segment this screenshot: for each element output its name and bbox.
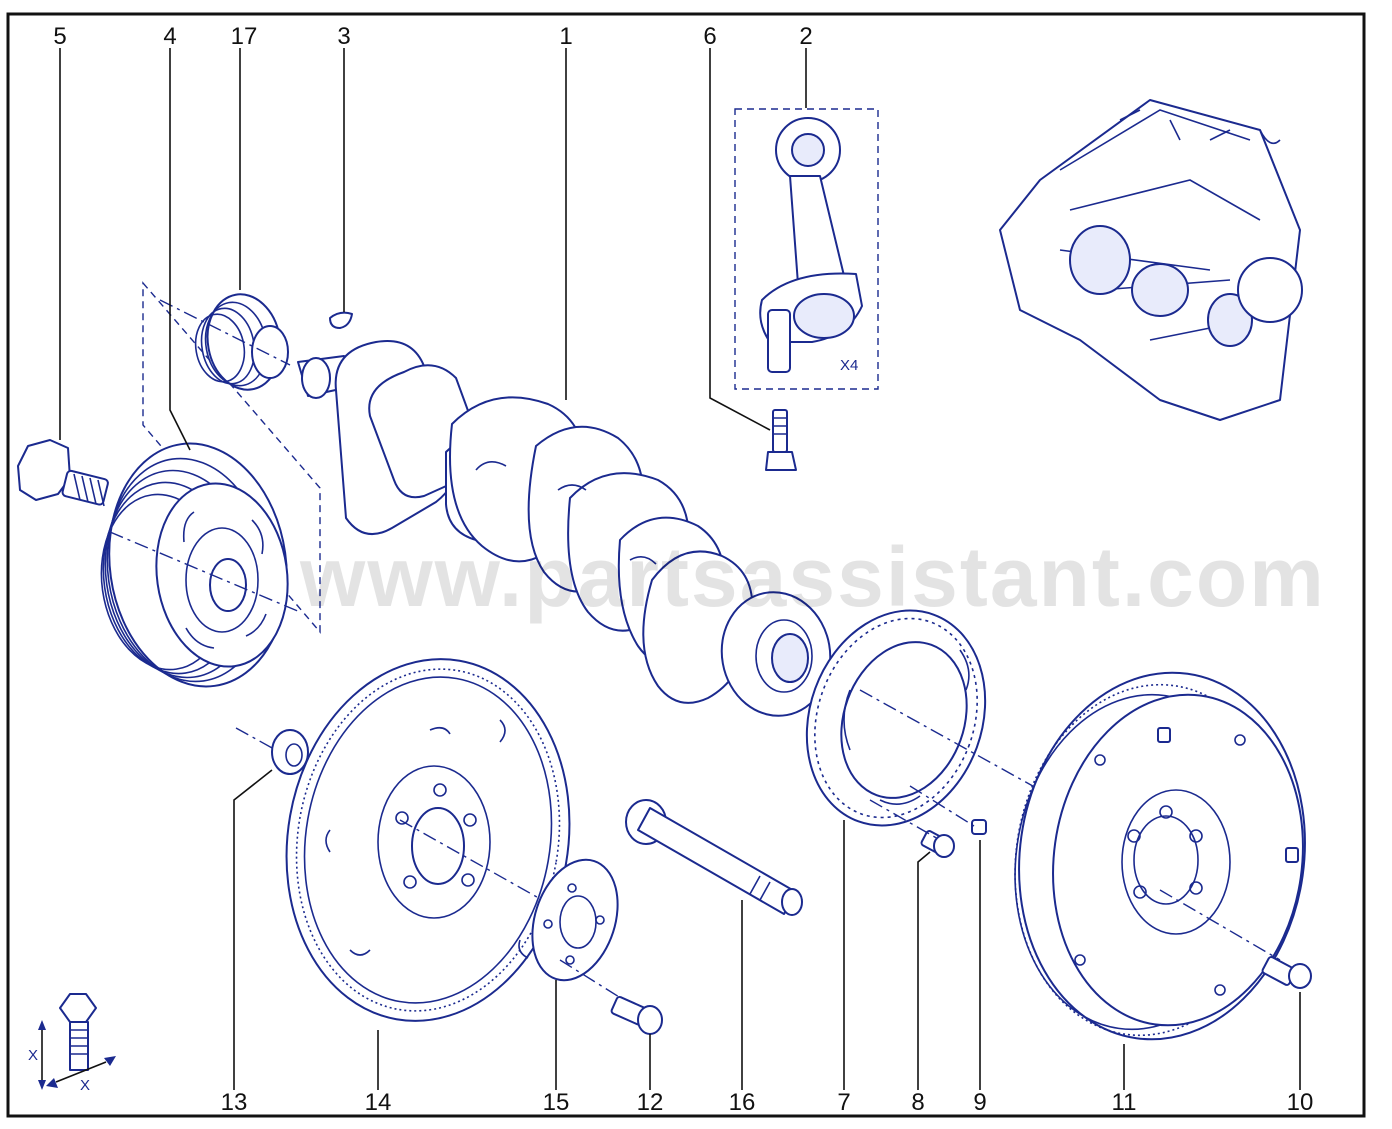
drive-plate-bolt (610, 995, 663, 1035)
dowel-pin (909, 785, 987, 835)
crankshaft-pulley (100, 281, 321, 688)
target-ring (805, 609, 1041, 827)
callout-10: 10 (1287, 1089, 1314, 1116)
callout-3: 3 (337, 23, 350, 50)
engine-overview-thumbnail (999, 99, 1303, 421)
connecting-rod-group: X4 (734, 108, 879, 390)
callout-17: 17 (231, 23, 258, 50)
callout-13: 13 (221, 1089, 248, 1116)
target-ring-bolt (869, 799, 955, 858)
dimension-label-horizontal: X (80, 1077, 90, 1094)
conrod-bolt (765, 409, 797, 471)
crankshaft (297, 340, 832, 717)
callout-numbers: 5 4 17 3 1 6 2 13 14 15 12 16 7 8 9 11 1… (53, 23, 1313, 1116)
bolt-dimension-key: X X (28, 993, 116, 1094)
timing-sprocket (159, 293, 291, 391)
callout-5: 5 (53, 23, 66, 50)
reinforcement-plate (531, 858, 641, 1011)
callout-2: 2 (799, 23, 812, 50)
callout-7: 7 (837, 1089, 850, 1116)
callout-6: 6 (703, 23, 716, 50)
pilot-shaft (625, 799, 803, 916)
callout-12: 12 (637, 1089, 664, 1116)
callout-15: 15 (543, 1089, 570, 1116)
watermark-text: www.partsassistant.com (299, 530, 1326, 624)
leader-lines (59, 48, 1301, 1090)
diagram-frame (6, 12, 1366, 1118)
quantity-note: X4 (840, 357, 858, 374)
flywheel-bolt (1261, 956, 1312, 989)
callout-9: 9 (973, 1089, 986, 1116)
pulley-bolt (17, 439, 109, 507)
callout-1: 1 (559, 23, 572, 50)
callout-11: 11 (1112, 1089, 1137, 1116)
drive-plate (285, 658, 571, 1022)
dimension-label-vertical: X (28, 1047, 38, 1064)
callout-14: 14 (365, 1089, 392, 1116)
callout-4: 4 (163, 23, 176, 50)
callout-16: 16 (729, 1089, 756, 1116)
callout-8: 8 (911, 1089, 924, 1116)
flywheel (1014, 671, 1306, 1041)
woodruff-key (329, 311, 353, 329)
